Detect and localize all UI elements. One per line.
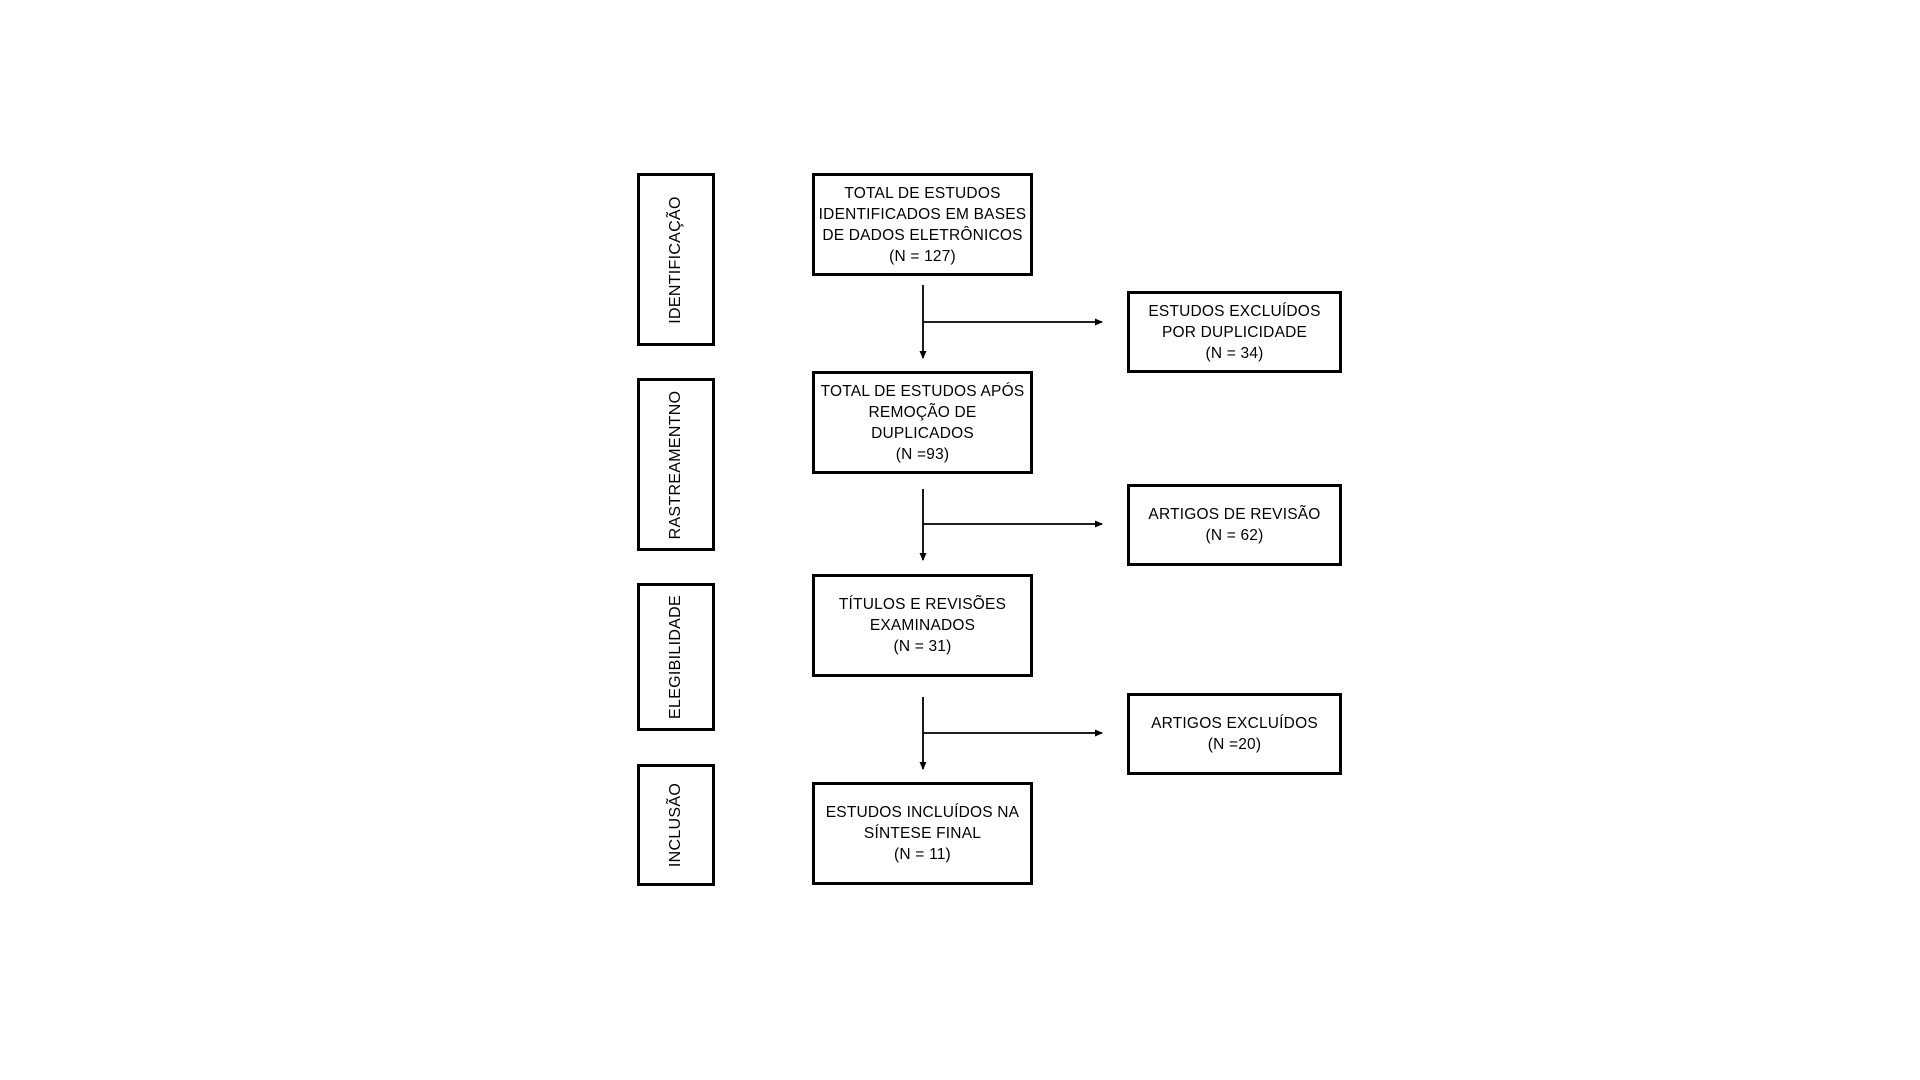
box-artigos-excluidos: ARTIGOS EXCLUÍDOS (N =20) [1127, 693, 1342, 775]
box-line: DUPLICADOS [871, 424, 974, 442]
stage-label: IDENTIFICAÇÃO [667, 195, 684, 324]
box-text: ARTIGOS DE REVISÃO (N = 62) [1148, 504, 1320, 546]
box-text: ESTUDOS EXCLUÍDOS POR DUPLICIDADE (N = 3… [1148, 301, 1320, 364]
box-text: TOTAL DE ESTUDOS IDENTIFICADOS EM BASES … [819, 183, 1027, 267]
box-apos-remocao: TOTAL DE ESTUDOS APÓS REMOÇÃO DE DUPLICA… [812, 371, 1033, 474]
box-line: ARTIGOS EXCLUÍDOS [1151, 715, 1318, 732]
box-line: (N = 62) [1205, 527, 1264, 544]
box-line: DE DADOS ELETRÔNICOS [822, 226, 1023, 244]
box-text: ARTIGOS EXCLUÍDOS (N =20) [1151, 713, 1318, 755]
box-line: (N =20) [1207, 736, 1262, 753]
stage-elegibilidade: ELEGIBILIDADE [637, 583, 715, 731]
box-text: ESTUDOS INCLUÍDOS NA SÍNTESE FINAL (N = … [826, 802, 1019, 865]
box-line: POR DUPLICIDADE [1161, 323, 1308, 341]
box-line: TOTAL DE ESTUDOS [844, 184, 1001, 202]
box-line: IDENTIFICADOS EM BASES [818, 205, 1027, 223]
box-line: (N = 127) [889, 247, 956, 265]
box-line: ARTIGOS DE REVISÃO [1148, 506, 1321, 523]
box-line: (N =93) [895, 445, 950, 463]
box-artigos-revisao: ARTIGOS DE REVISÃO (N = 62) [1127, 484, 1342, 566]
box-line: TÍTULOS E REVISÕES [838, 596, 1007, 613]
box-line: REMOÇÃO DE [868, 403, 977, 421]
box-titulos-examinados: TÍTULOS E REVISÕES EXAMINADOS (N = 31) [812, 574, 1033, 677]
stage-identificacao: IDENTIFICAÇÃO [637, 173, 715, 346]
box-line: (N = 34) [1205, 344, 1264, 362]
stage-label: INCLUSÃO [667, 782, 684, 868]
stage-label: ELEGIBILIDADE [667, 595, 684, 719]
box-text: TÍTULOS E REVISÕES EXAMINADOS (N = 31) [839, 594, 1006, 657]
stage-inclusao: INCLUSÃO [637, 764, 715, 886]
box-total-identificados: TOTAL DE ESTUDOS IDENTIFICADOS EM BASES … [812, 173, 1033, 276]
stage-label: RASTREAMENTNO [667, 390, 684, 539]
stage-rastreamento: RASTREAMENTNO [637, 378, 715, 551]
box-line: ESTUDOS EXCLUÍDOS [1148, 302, 1321, 320]
box-line: EXAMINADOS [869, 617, 976, 634]
box-line: (N = 31) [893, 638, 952, 655]
box-line: (N = 11) [894, 846, 951, 863]
box-estudos-incluidos: ESTUDOS INCLUÍDOS NA SÍNTESE FINAL (N = … [812, 782, 1033, 885]
box-line: ESTUDOS INCLUÍDOS NA [825, 804, 1020, 821]
box-line: SÍNTESE FINAL [863, 825, 982, 842]
box-line: TOTAL DE ESTUDOS APÓS [820, 382, 1025, 400]
box-text: TOTAL DE ESTUDOS APÓS REMOÇÃO DE DUPLICA… [821, 381, 1025, 465]
box-excluidos-duplicidade: ESTUDOS EXCLUÍDOS POR DUPLICIDADE (N = 3… [1127, 291, 1342, 373]
